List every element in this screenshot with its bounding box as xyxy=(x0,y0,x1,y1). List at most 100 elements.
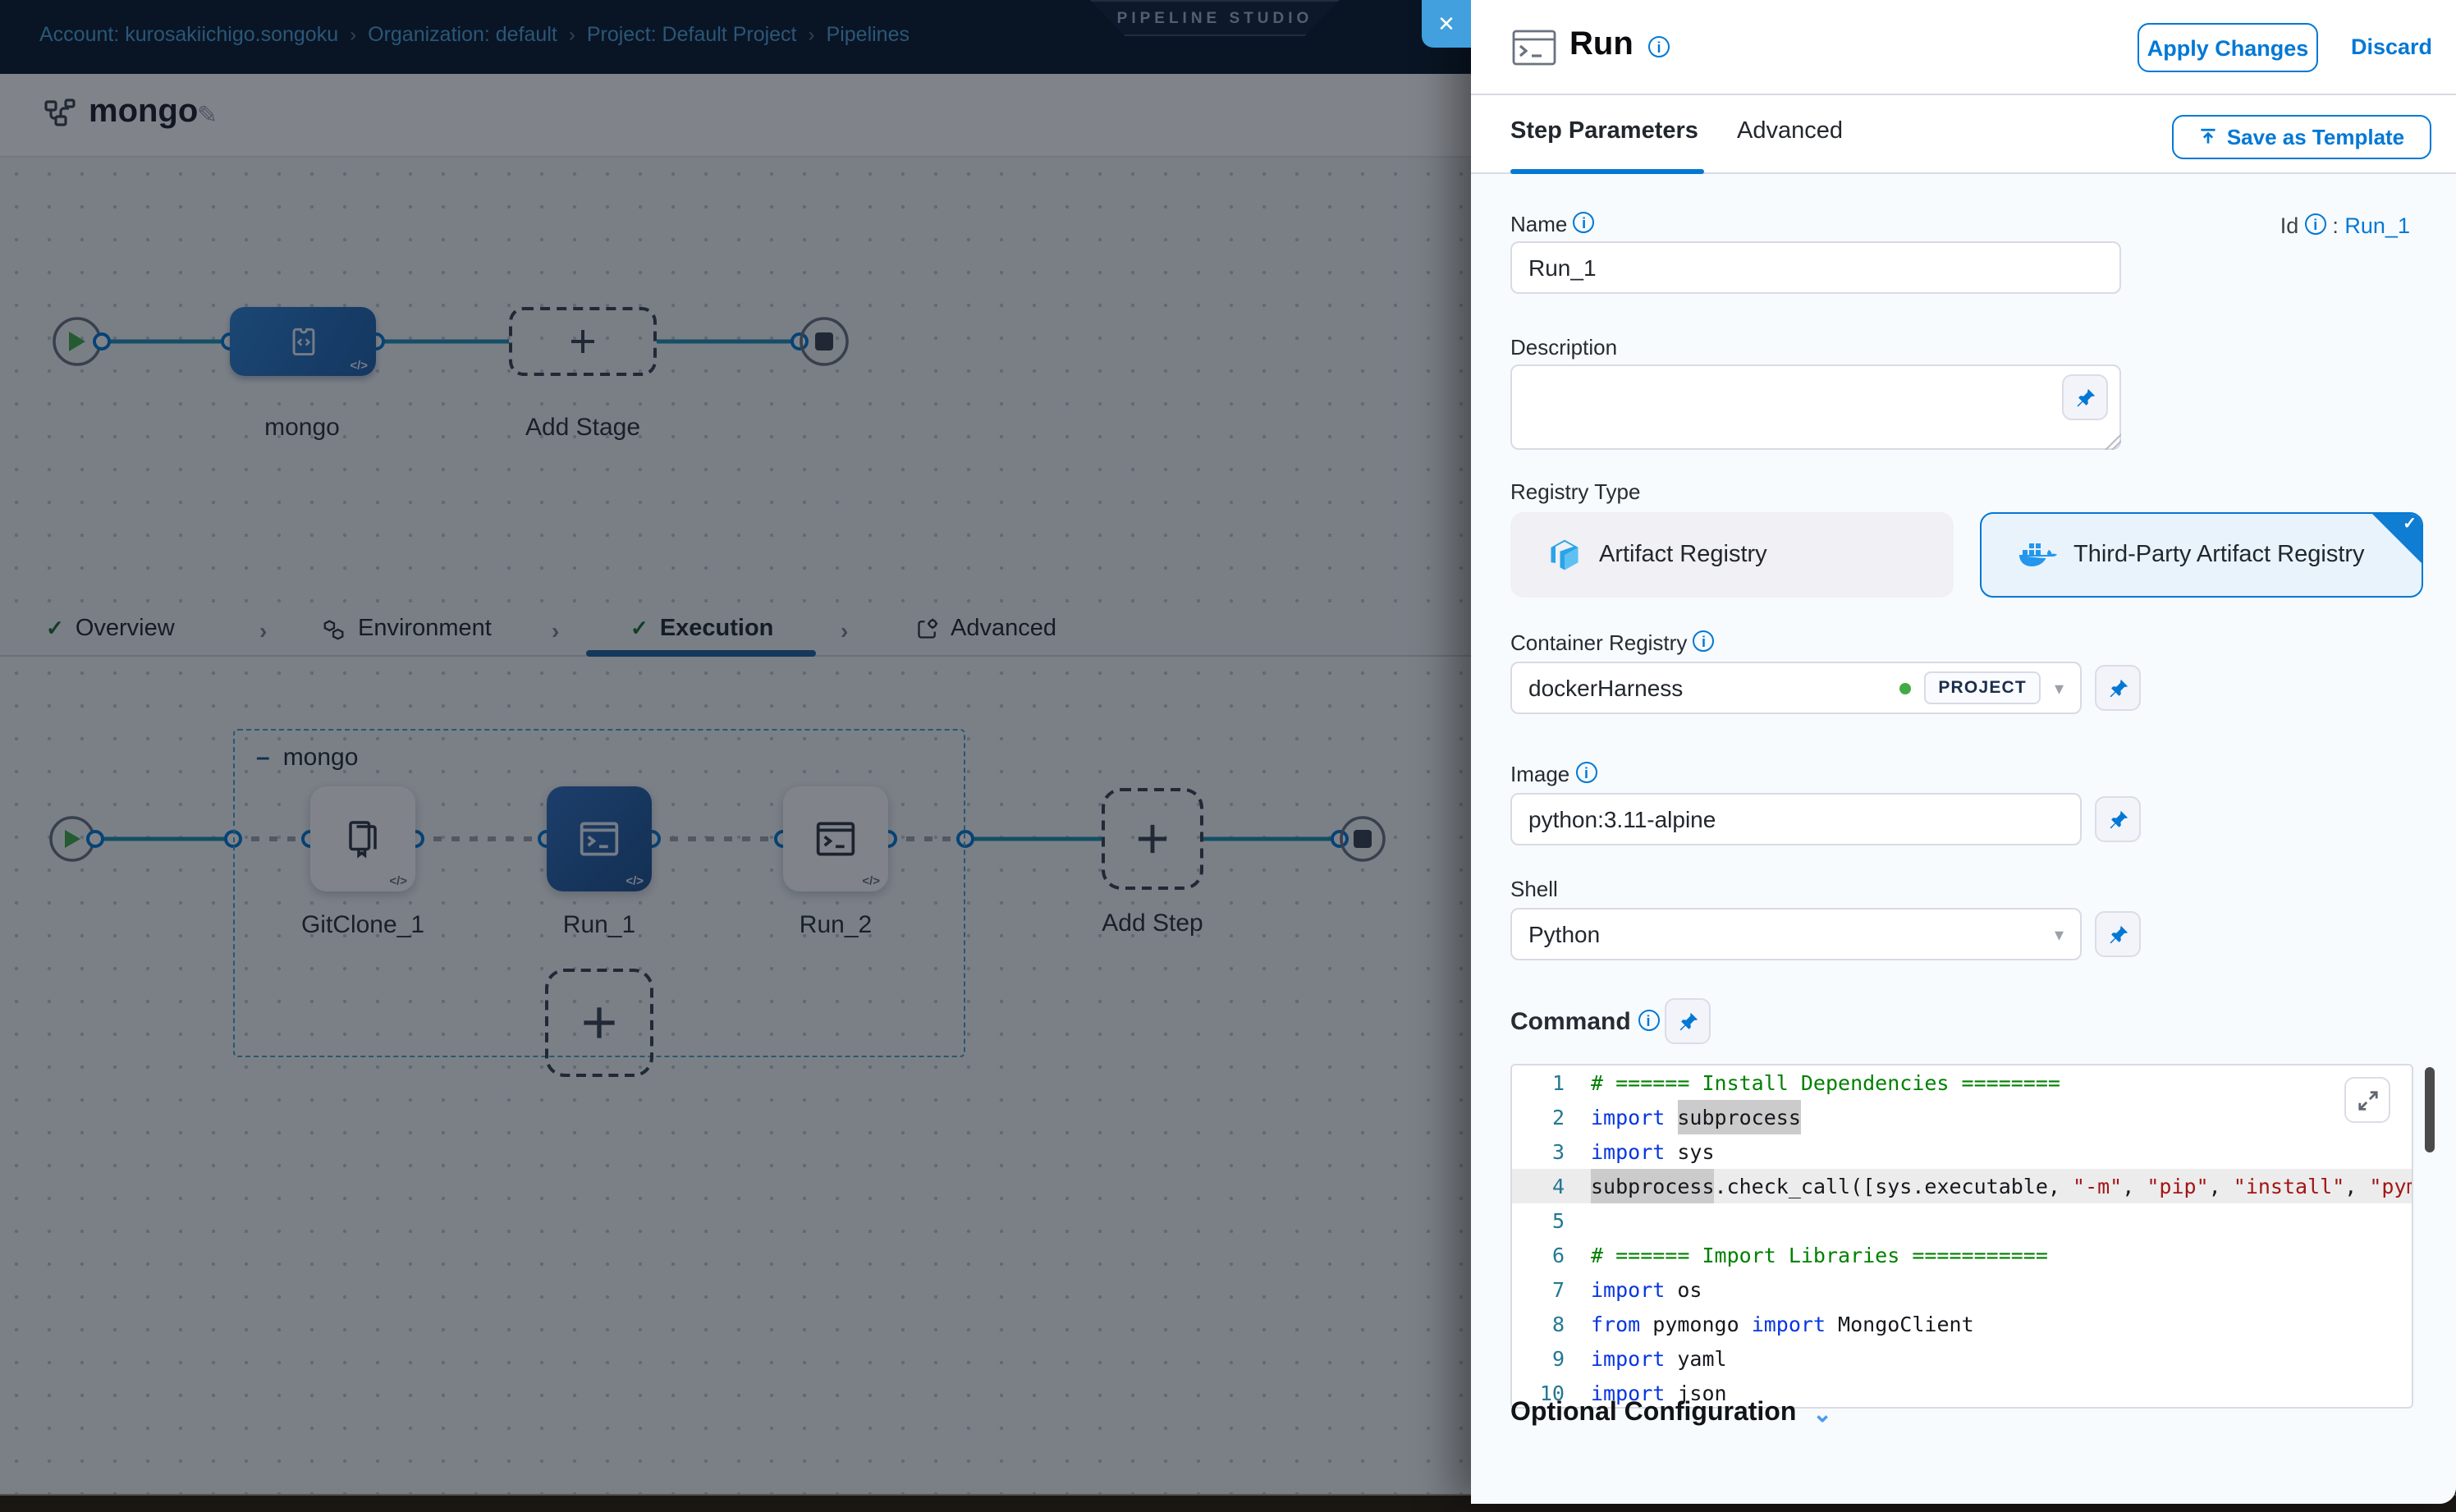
scope-badge: PROJECT xyxy=(1923,671,2041,704)
line-number: 1 xyxy=(1512,1065,1591,1100)
code-line[interactable]: 5 xyxy=(1512,1203,2412,1238)
discard-button[interactable]: Discard xyxy=(2351,34,2433,59)
image-input[interactable] xyxy=(1510,793,2082,845)
apply-changes-button[interactable]: Apply Changes xyxy=(2138,23,2318,72)
step-id: Id i : Run_1 xyxy=(2280,213,2410,238)
code-token xyxy=(1665,1100,1677,1134)
shell-select[interactable]: Python ▾ xyxy=(1510,908,2082,960)
artifact-registry-icon xyxy=(1551,539,1579,570)
save-as-template-label: Save as Template xyxy=(2226,125,2405,149)
chevron-down-icon[interactable]: ▾ xyxy=(2054,679,2064,699)
tab-step-parameters[interactable]: Step Parameters xyxy=(1510,118,1698,144)
code-token: "install" xyxy=(2233,1174,2345,1198)
shell-pin-button[interactable] xyxy=(2095,911,2141,957)
name-input[interactable] xyxy=(1510,241,2121,294)
code-token: import xyxy=(1591,1346,1666,1371)
active-tab-underline xyxy=(1510,169,1704,174)
optional-configuration-toggle[interactable]: Optional Configuration ⌄ xyxy=(1510,1399,1832,1428)
code-line[interactable]: 1# ====== Install Dependencies ======== xyxy=(1512,1065,2412,1100)
info-icon[interactable]: i xyxy=(1573,212,1595,233)
pin-icon xyxy=(2109,924,2128,943)
run-step-icon xyxy=(1512,28,1556,76)
command-pin-button[interactable] xyxy=(1665,998,1711,1044)
shell-value: Python xyxy=(1528,921,1601,947)
pin-icon xyxy=(2109,678,2128,697)
description-pin-button[interactable] xyxy=(2062,374,2108,420)
command-code-editor[interactable]: 1# ====== Install Dependencies ========2… xyxy=(1510,1064,2413,1409)
code-token: sys xyxy=(1665,1139,1715,1164)
resize-handle[interactable] xyxy=(2105,433,2121,450)
code-token: os xyxy=(1665,1277,1702,1302)
code-line[interactable]: 6# ====== Import Libraries =========== xyxy=(1512,1238,2412,1272)
id-label: Id xyxy=(2280,213,2299,238)
code-token: import xyxy=(1751,1312,1826,1336)
id-value[interactable]: Run_1 xyxy=(2344,213,2410,238)
code-token: import xyxy=(1591,1381,1666,1405)
chevron-down-icon: ⌄ xyxy=(1812,1400,1832,1426)
registry-option-third-party[interactable]: Third-Party Artifact Registry ✓ xyxy=(1980,512,2423,598)
info-icon[interactable]: i xyxy=(1575,762,1597,783)
pipeline-canvas-region: Account: kurosakiichigo.songoku›Organiza… xyxy=(0,0,1471,1494)
description-label: Description xyxy=(1510,335,1618,360)
code-token: .check_call([sys.executable, xyxy=(1714,1174,2073,1198)
line-number: 9 xyxy=(1512,1341,1591,1376)
command-label: Command i xyxy=(1510,1008,1660,1036)
info-icon[interactable]: i xyxy=(2304,213,2326,235)
upload-icon xyxy=(2202,128,2216,144)
fullscreen-icon xyxy=(2357,1090,2377,1110)
optional-configuration-label: Optional Configuration xyxy=(1510,1399,1797,1427)
code-token: MongoClient xyxy=(1826,1312,1974,1336)
chevron-down-icon[interactable]: ▾ xyxy=(2054,925,2064,945)
name-label: Name i xyxy=(1510,212,1595,236)
info-icon[interactable]: i xyxy=(1638,1010,1660,1031)
code-token: , xyxy=(2208,1174,2234,1198)
line-number: 8 xyxy=(1512,1307,1591,1341)
expand-editor-button[interactable] xyxy=(2344,1077,2390,1123)
tab-advanced[interactable]: Advanced xyxy=(1737,118,1843,144)
container-registry-value: dockerHarness xyxy=(1528,675,1684,701)
container-registry-pin-button[interactable] xyxy=(2095,665,2141,711)
code-token: # ====== Import Libraries =========== xyxy=(1591,1243,2048,1267)
code-token: json xyxy=(1665,1381,1727,1405)
drawer-header: Run i Apply Changes Discard xyxy=(1471,0,2456,95)
registry-type-label: Registry Type xyxy=(1510,479,1641,504)
container-registry-select[interactable]: dockerHarness PROJECT ▾ xyxy=(1510,662,2082,714)
container-registry-label: Container Registry i xyxy=(1510,630,1715,655)
id-separator: : xyxy=(2332,213,2339,238)
code-token: from xyxy=(1591,1312,1641,1336)
code-token: # ====== Install Dependencies ======== xyxy=(1591,1070,2060,1095)
code-token: , xyxy=(2122,1174,2147,1198)
step-config-drawer: Run i Apply Changes Discard Step Paramet… xyxy=(1471,0,2456,1504)
line-number: 10 xyxy=(1512,1376,1591,1407)
image-pin-button[interactable] xyxy=(2095,796,2141,842)
line-number: 5 xyxy=(1512,1203,1591,1238)
registry-option-artifact[interactable]: Artifact Registry xyxy=(1510,512,1954,598)
drawer-backdrop-overlay[interactable] xyxy=(0,0,1471,1494)
save-as-template-button[interactable]: Save as Template xyxy=(2172,115,2431,159)
code-token: import xyxy=(1591,1139,1666,1164)
code-token: import xyxy=(1591,1277,1666,1302)
description-input[interactable] xyxy=(1510,364,2121,450)
drawer-title: Run xyxy=(1569,26,1634,62)
close-drawer-button[interactable]: ✕ xyxy=(1422,0,1471,48)
check-icon: ✓ xyxy=(2403,515,2417,534)
code-token: pymongo xyxy=(1640,1312,1752,1336)
drawer-form: Name i Id i : Run_1 Description Registry… xyxy=(1471,174,2456,1504)
code-token: yaml xyxy=(1665,1346,1727,1371)
shell-label: Shell xyxy=(1510,877,1558,901)
line-number: 4 xyxy=(1512,1169,1591,1203)
editor-scrollbar-thumb[interactable] xyxy=(2425,1067,2435,1152)
info-icon[interactable]: i xyxy=(1693,630,1715,652)
pin-icon xyxy=(2076,387,2095,406)
pin-icon xyxy=(1679,1011,1698,1030)
code-token: "pip" xyxy=(2147,1174,2209,1198)
info-icon[interactable]: i xyxy=(1648,36,1670,57)
